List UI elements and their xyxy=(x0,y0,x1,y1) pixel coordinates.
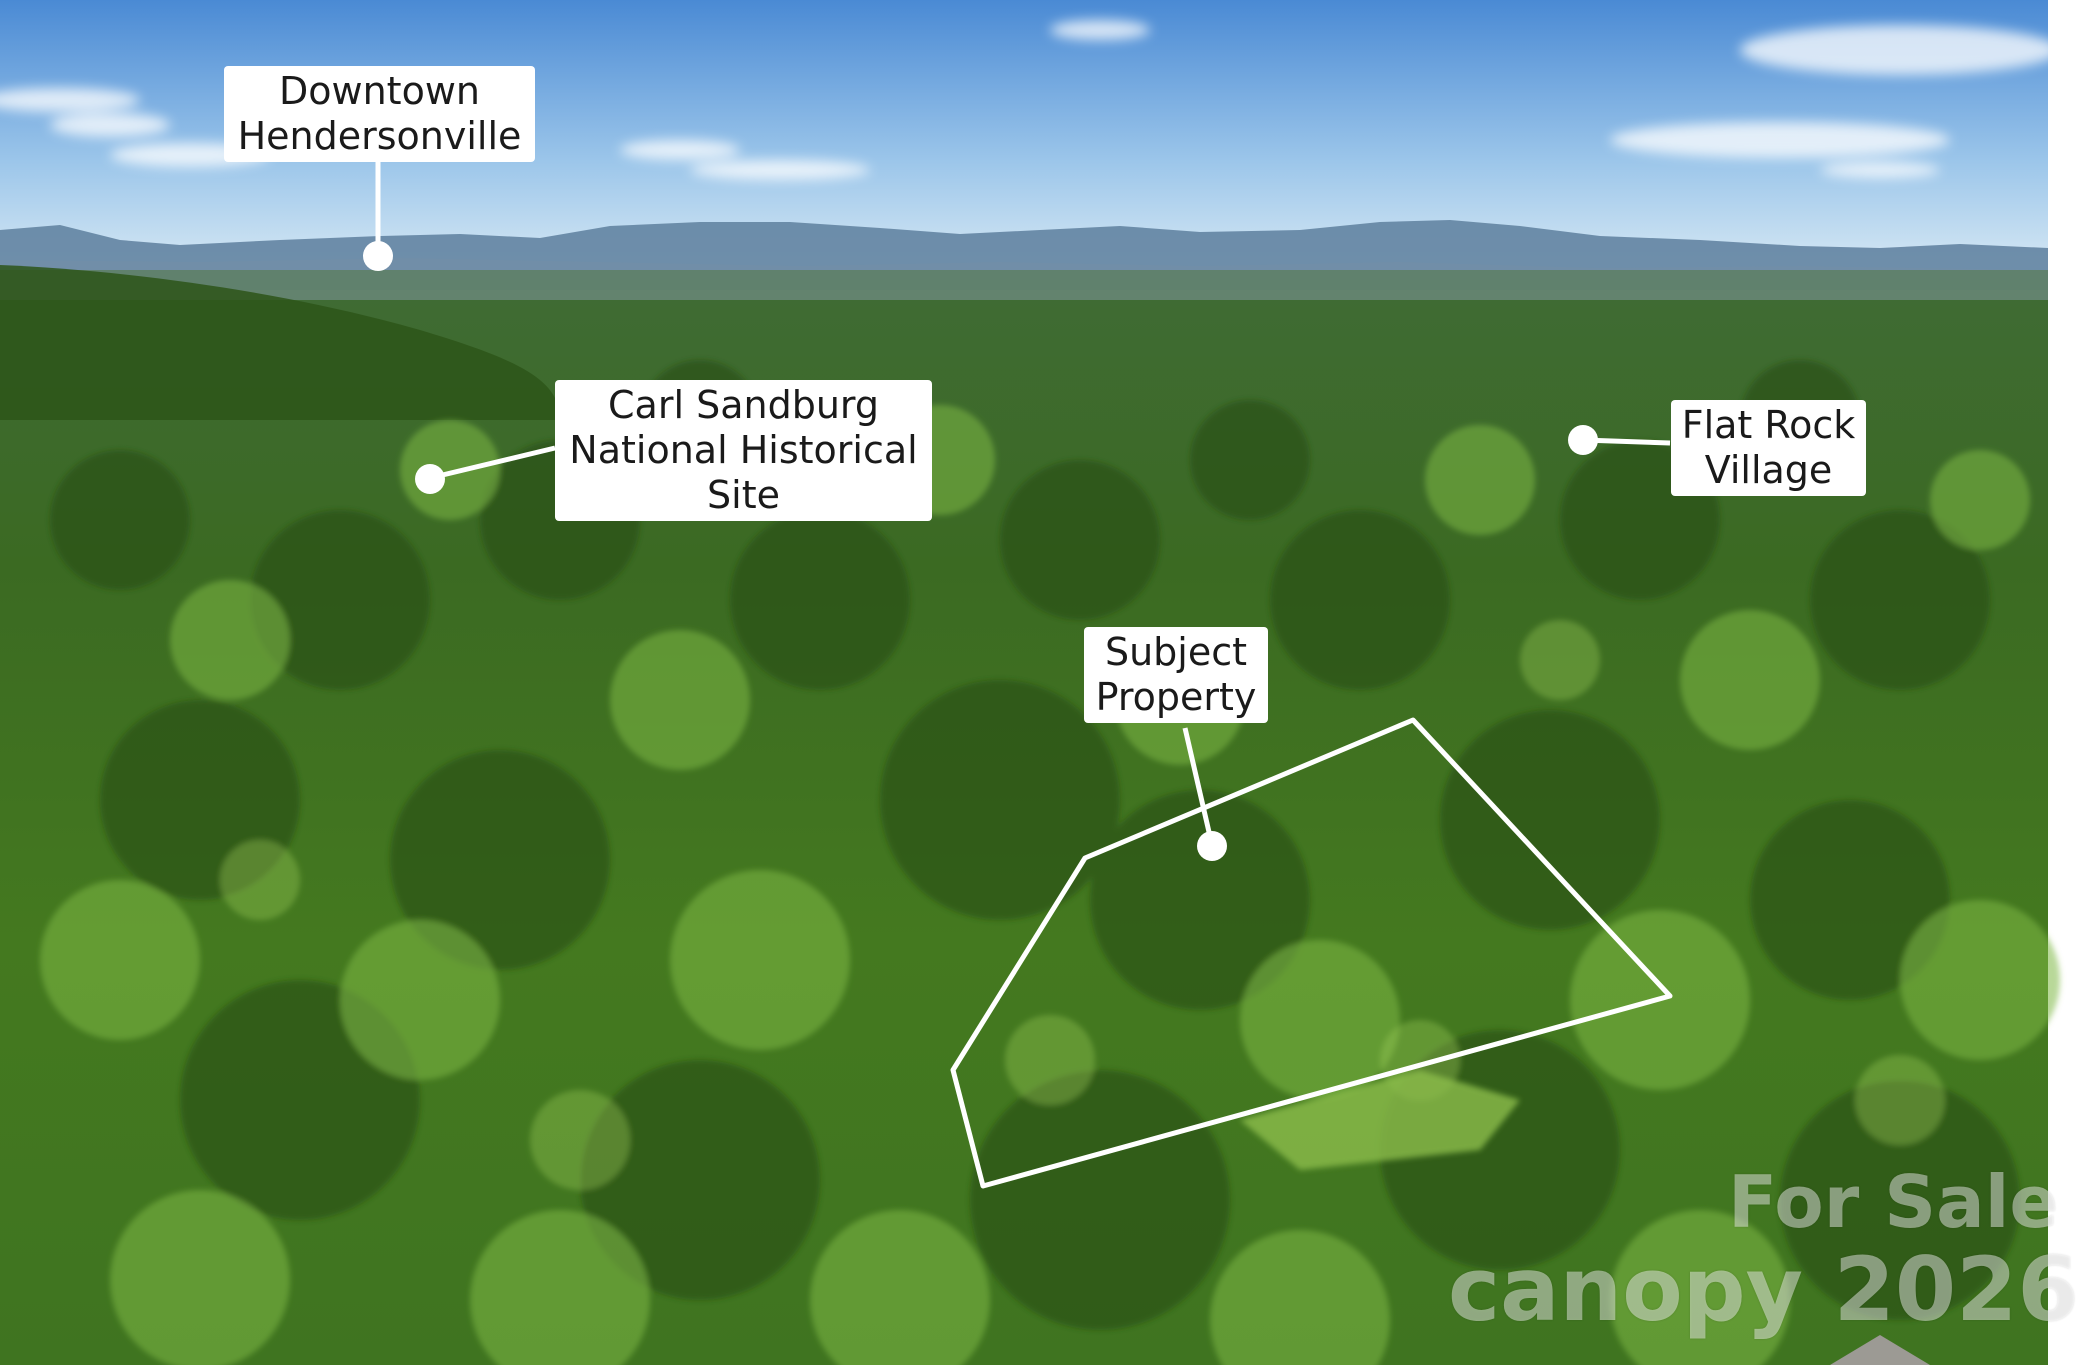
lawn xyxy=(1240,1070,1520,1170)
marker-downtown xyxy=(363,241,393,271)
marker-sandburg xyxy=(415,464,445,494)
label-line: Village xyxy=(1704,448,1833,492)
label-line: Carl Sandburg xyxy=(608,383,879,427)
label-line: Flat Rock xyxy=(1681,403,1856,447)
label-flat-rock-village: Flat Rock Village xyxy=(1671,400,1866,496)
label-line: Downtown xyxy=(279,69,480,113)
house-roof xyxy=(1830,1335,1930,1365)
label-line: Property xyxy=(1095,675,1257,719)
watermark-for-sale: For Sale xyxy=(1728,1160,2059,1244)
label-line: Site xyxy=(707,473,780,517)
property-boundary xyxy=(950,717,1673,1189)
tree-canopy xyxy=(40,360,2060,1365)
watermark-canopy: canopy 2026 xyxy=(1448,1238,2079,1341)
label-line: Hendersonville xyxy=(237,114,522,158)
label-downtown-hendersonville: Downtown Hendersonville xyxy=(224,66,535,162)
marker-flatrock xyxy=(1568,425,1598,455)
label-line: National Historical xyxy=(569,428,918,472)
label-subject-property: Subject Property xyxy=(1084,627,1268,723)
label-line: Subject xyxy=(1104,630,1248,674)
clouds xyxy=(0,20,2060,180)
marker-subject xyxy=(1197,831,1227,861)
label-carl-sandburg: Carl Sandburg National Historical Site xyxy=(555,380,932,521)
